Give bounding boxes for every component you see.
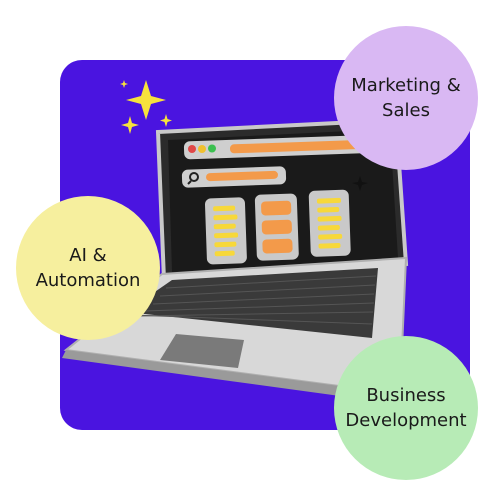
marketing-sales-label: Marketing & Sales xyxy=(351,74,461,121)
search-icon xyxy=(189,172,199,182)
ai-automation-label: AI & Automation xyxy=(35,244,141,291)
laptop-illustration xyxy=(62,117,409,404)
sparkles-icon xyxy=(120,80,172,134)
ai-automation-bubble: AI & Automation xyxy=(16,196,160,340)
marketing-sales-bubble: Marketing & Sales xyxy=(334,26,478,170)
business-development-label: Business Development xyxy=(345,384,467,431)
business-development-bubble: Business Development xyxy=(334,336,478,480)
